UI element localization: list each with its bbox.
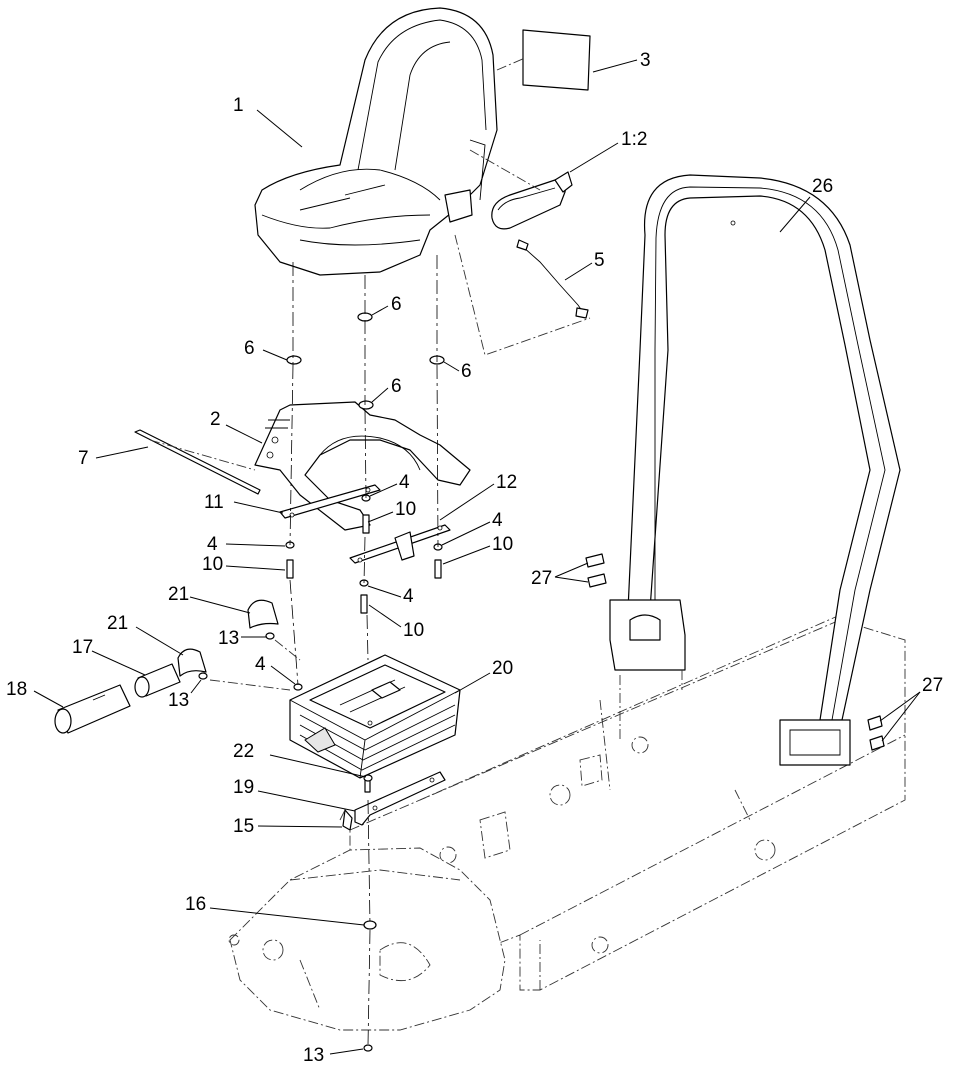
callout-4: 4 (207, 534, 218, 555)
callout-26: 26 (812, 176, 833, 197)
callout-7: 7 (78, 448, 89, 469)
tube-and-clamps (54, 599, 279, 734)
callout-10: 10 (492, 534, 513, 555)
callout-4: 4 (399, 472, 410, 493)
callout-21: 21 (168, 584, 189, 605)
callout-13: 13 (218, 628, 239, 649)
roll-bar (609, 174, 901, 766)
wire-harness (516, 239, 589, 319)
callout-5: 5 (594, 250, 605, 271)
callout-6: 6 (391, 376, 402, 397)
mounting-bracket (342, 771, 446, 1052)
rollbar-bolts (585, 553, 885, 751)
callout-1-2: 1:2 (621, 129, 647, 150)
callout-18: 18 (6, 679, 27, 700)
callout-10: 10 (202, 554, 223, 575)
fasteners (285, 494, 443, 691)
callout-4: 4 (403, 586, 414, 607)
callout-6: 6 (461, 361, 472, 382)
callout-3: 3 (640, 50, 651, 71)
callout-6: 6 (244, 338, 255, 359)
callout-10: 10 (403, 620, 424, 641)
callout-labels: 1 3 1:2 26 5 6 6 6 6 2 7 4 12 11 10 4 4 … (6, 50, 943, 1066)
body-cowl-phantom (228, 847, 506, 1031)
seat-suspension (289, 654, 461, 779)
callout-1: 1 (233, 95, 244, 116)
callout-11: 11 (204, 492, 224, 513)
callout-4: 4 (492, 510, 503, 531)
callout-27: 27 (531, 568, 552, 589)
leader-lines (33, 59, 921, 1055)
callout-17: 17 (72, 637, 93, 658)
callout-19: 19 (233, 777, 254, 798)
adjustment-rod (134, 429, 261, 495)
callout-13: 13 (168, 690, 189, 711)
decal-label (522, 29, 591, 91)
callout-6: 6 (391, 294, 402, 315)
armrest (491, 171, 573, 230)
callout-21: 21 (107, 613, 128, 634)
slide-rail-right (349, 524, 451, 564)
washers-6 (286, 312, 445, 410)
callout-27: 27 (922, 675, 943, 696)
callout-16: 16 (185, 894, 206, 915)
callout-4: 4 (255, 654, 266, 675)
slide-rail-left (279, 484, 381, 519)
callout-2: 2 (210, 409, 221, 430)
callout-13: 13 (303, 1045, 324, 1066)
callout-20: 20 (492, 658, 513, 679)
callout-10: 10 (395, 499, 416, 520)
assembly-center-lines (149, 255, 439, 1046)
callout-15: 15 (233, 816, 254, 837)
callout-12: 12 (496, 472, 517, 493)
callout-22: 22 (233, 741, 254, 762)
seat (254, 7, 498, 276)
